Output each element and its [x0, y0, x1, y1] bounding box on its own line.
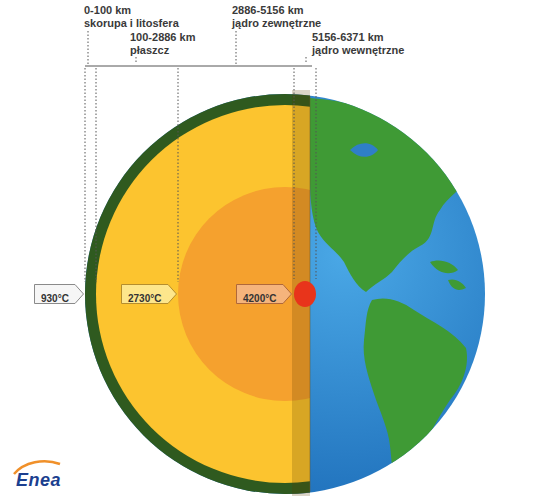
layer-label: 0-100 km — [84, 4, 131, 17]
layer-label: jądro wewnętrzne — [312, 44, 404, 57]
layer-label: 2886-5156 km — [232, 4, 304, 17]
cross-section — [85, 90, 310, 496]
layer-label: skorupa i litosfera — [84, 17, 179, 30]
temperature-value: 930°C — [41, 293, 69, 305]
layer-label: płaszcz — [130, 44, 169, 57]
layer-label: 100-2886 km — [130, 31, 195, 44]
inner-core — [294, 281, 316, 307]
temperature-value: 4200°C — [243, 293, 276, 305]
logo-text: Enea — [16, 470, 61, 490]
depth-brackets — [85, 31, 316, 282]
temperature-tag: 4200°C — [236, 284, 292, 304]
temperature-tag: 930°C — [34, 284, 84, 304]
temperature-tag: 2730°C — [121, 284, 177, 304]
layer-label: 5156-6371 km — [312, 31, 384, 44]
temperature-value: 2730°C — [128, 293, 161, 305]
globe-surface — [85, 94, 485, 494]
layer-label: jądro zewnętrzne — [232, 17, 321, 30]
